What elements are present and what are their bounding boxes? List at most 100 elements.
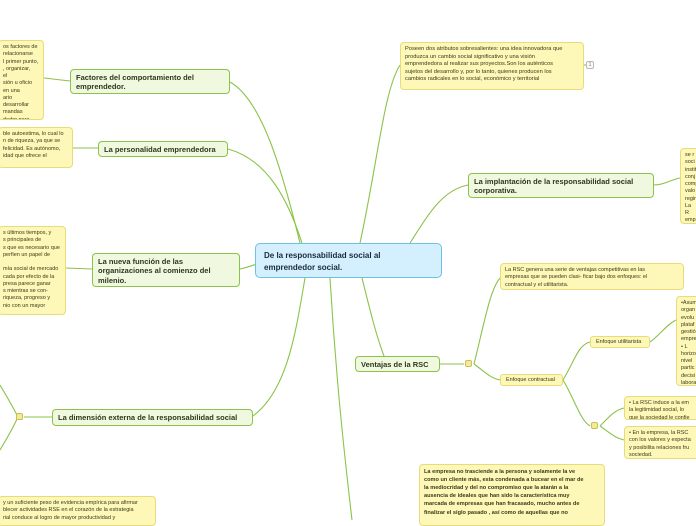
branch-ventajas[interactable]: Ventajas de la RSC [355, 356, 440, 372]
note-line: presa parece ganar [3, 280, 51, 287]
note-line: emp [685, 217, 696, 224]
note-line: que la sociedad le confie [629, 414, 690, 420]
link-contractual-junction2 [562, 379, 591, 427]
note-line: blecer actividades RSE en el corazón de … [3, 507, 134, 514]
link-junction-up [0, 384, 19, 418]
branch-factores-label: Factores del comportamiento del emprende… [76, 73, 194, 92]
note-line: se r [685, 152, 695, 158]
sub-enfoque-utilitarista[interactable]: Enfoque utilitarista [590, 336, 650, 348]
note-line: rial conduce al logro de mayor productiv… [3, 514, 116, 521]
link-junction-contractual [473, 363, 501, 381]
attachment-badge[interactable]: 1 [586, 61, 594, 69]
note-line: • En la empresa, la RSC [629, 430, 689, 436]
note-line: horizo [681, 350, 696, 357]
branch-dimension-externa-label: La dimensión externa de la responsabilid… [58, 413, 238, 422]
note-line: sociedad. [629, 451, 653, 458]
note-line: decisi [681, 372, 696, 379]
link-factores-note [43, 77, 71, 82]
link-implantacion [409, 184, 469, 244]
note-line: relacionarse [3, 51, 33, 58]
link-atributos [359, 64, 401, 244]
note-line: gestió [681, 329, 696, 335]
link-dimension [252, 277, 306, 417]
branch-dimension-externa[interactable]: La dimensión externa de la responsabilid… [52, 409, 253, 426]
central-topic-label: De la responsabilidad social al emprende… [264, 251, 381, 272]
sub-enfoque-contractual[interactable]: Enfoque contractual [500, 374, 563, 386]
note-line: riqueza, progreso y [3, 295, 51, 302]
note-line: s mientras se con- [3, 288, 48, 294]
note-ventajas-intro: La RSC genera una serie de ventajas comp… [500, 263, 684, 290]
note-line: el [3, 73, 8, 79]
link-junction-down [0, 416, 19, 451]
note-line: con los valores y expecta [629, 437, 691, 444]
note-bottom-left: y un suficiente peso de evidencia empíri… [0, 496, 156, 526]
link-contractual-utilitarista [562, 341, 591, 381]
note-line: ausencia de ideales que han sido la cara… [424, 493, 570, 500]
note-line: os factores de [3, 44, 38, 50]
note-line: • L [681, 343, 688, 350]
note-line: partic [681, 365, 695, 372]
note-line: idad que ofrece el [3, 152, 47, 159]
branch-nueva-funcion-label: La nueva función de las organizaciones a… [98, 257, 211, 285]
note-line: cada por efecto de la [3, 273, 55, 280]
note-line: y posibilita relaciones fru [629, 444, 690, 451]
note-line: empresas que se pueden clasi- ficar bajo… [505, 274, 648, 281]
note-line: produzca un cambio social significativo … [405, 53, 535, 60]
note-line: en una [3, 87, 20, 94]
note-line: organ [681, 307, 696, 314]
branch-personalidad-label: La personalidad emprendedora [104, 145, 216, 154]
note-bottom-center: La empresa no trasciende a la persona y … [419, 464, 605, 526]
note-atributos: Poseen dos atributos sobresalientes: una… [400, 42, 584, 90]
note-line: , organizar, [3, 65, 31, 72]
note-line: La empresa no trasciende a la persona y … [424, 469, 576, 475]
note-line: empre [681, 336, 696, 343]
note-line: ario desarrollar [3, 94, 29, 108]
note-line: la legitimidad social, lo [629, 407, 685, 414]
note-line: emprendedora al realizar sus proyectos.S… [405, 61, 553, 68]
note-line: La R [685, 202, 692, 216]
branch-ventajas-label: Ventajas de la RSC [361, 360, 429, 369]
note-line: y un suficiente peso de evidencia empíri… [3, 500, 138, 506]
note-line: comp [685, 181, 696, 187]
note-line: Poseen dos atributos sobresalientes: una… [405, 46, 563, 52]
note-line: la mediocridad y del no compromiso que l… [424, 485, 569, 492]
link-implantacion-note [653, 177, 681, 186]
note-line: finalizar el siglo pasado , así como de … [424, 509, 568, 516]
junction-contractual[interactable] [591, 422, 598, 429]
central-topic[interactable]: De la responsabilidad social al emprende… [255, 243, 442, 278]
note-line [3, 259, 61, 266]
note-line: como un cliente más, esta condenada a bu… [424, 477, 584, 484]
sub-enfoque-utilitarista-label: Enfoque utilitarista [596, 339, 642, 345]
branch-implantacion-label: La implantación de la responsabilidad so… [474, 177, 634, 196]
link-nueva-note [65, 267, 93, 270]
branch-factores[interactable]: Factores del comportamiento del emprende… [70, 69, 230, 94]
link-factores [229, 81, 301, 244]
branch-nueva-funcion[interactable]: La nueva función de las organizaciones a… [92, 253, 240, 287]
branch-implantacion[interactable]: La implantación de la responsabilidad so… [468, 173, 654, 198]
link-junction2-legitimidad [599, 407, 625, 427]
branch-personalidad[interactable]: La personalidad emprendedora [98, 141, 228, 157]
note-line: sujetos del desarrollo y, por lo tanto, … [405, 68, 552, 75]
link-personalidad [227, 148, 303, 244]
note-line: s que es necesario que [3, 244, 60, 251]
note-line: n de riqueza, ya que se [3, 138, 61, 145]
link-bottom [329, 277, 353, 520]
note-line: s últimos tiempos, y [3, 230, 52, 236]
note-line: • La RSC induce a la em [629, 400, 690, 406]
note-line: ble autoestima, lo cual lo [3, 131, 64, 137]
junction-dimension[interactable] [16, 413, 23, 420]
note-line: conj [685, 173, 696, 180]
note-line: perfien un papel de [3, 251, 51, 258]
junction-ventajas[interactable] [465, 360, 472, 367]
note-line: regir [685, 195, 696, 202]
note-line: labora [681, 379, 696, 386]
note-implantacion: se rsociinstitconjcompvaloregirLa Rempop… [680, 148, 696, 224]
note-line: l primer punto, [3, 58, 39, 65]
link-junction-intro [473, 277, 501, 365]
